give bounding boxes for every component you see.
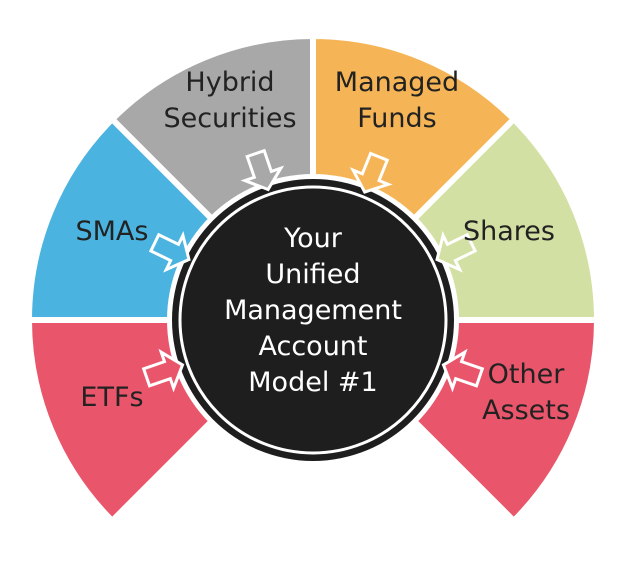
arrow-icon-etfs xyxy=(141,348,185,393)
arrow-icon-smas xyxy=(148,231,191,273)
center-line: Management xyxy=(224,295,402,326)
segment-label-hybrid-securities: Securities xyxy=(163,103,296,134)
segment-label-hybrid-securities: Hybrid xyxy=(185,67,274,98)
center-ring xyxy=(178,185,448,455)
segment-label-managed-funds: Funds xyxy=(357,103,436,134)
segment-label-other-assets: Other xyxy=(488,359,566,390)
segment-label-etfs: ETFs xyxy=(80,382,143,413)
arrow-icon-shares xyxy=(435,231,478,273)
arrow-icon-other-assets xyxy=(441,348,485,393)
center-line: Unified xyxy=(265,259,360,290)
center-text: Your Unified Management Account Model #1 xyxy=(224,223,402,398)
center-line: Model #1 xyxy=(248,367,377,398)
center-line: Your xyxy=(283,223,343,254)
segment-label-shares: Shares xyxy=(463,216,555,247)
center-circle-fill xyxy=(172,179,454,461)
arrow-icon-hybrid-securities xyxy=(240,148,285,192)
center-line: Account xyxy=(258,331,367,362)
arrow-icon-managed-funds xyxy=(349,151,393,194)
segment-label-other-assets: Assets xyxy=(482,395,570,426)
segment-label-managed-funds: Managed xyxy=(335,67,459,98)
segment-label-smas: SMAs xyxy=(76,216,149,247)
